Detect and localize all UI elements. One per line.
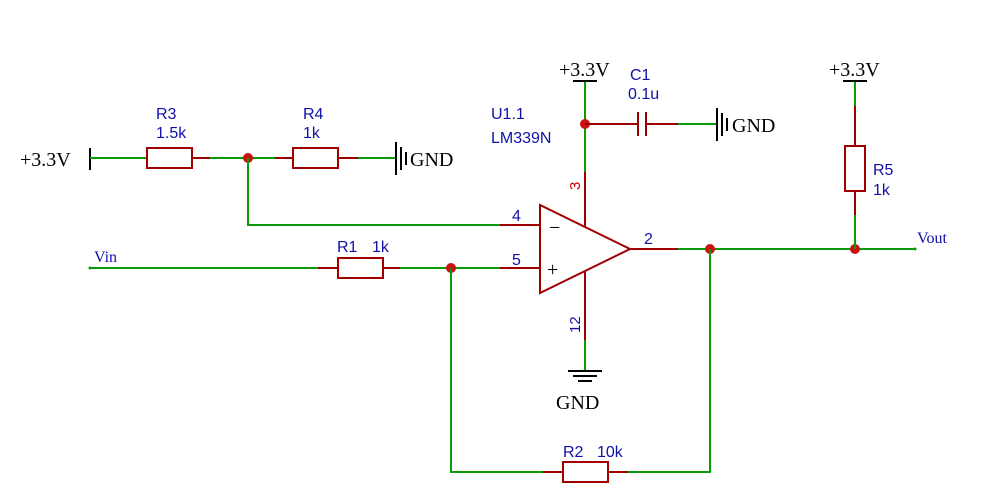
r2-value: 10k <box>597 444 624 461</box>
pin-3-label: 3 <box>567 182 584 190</box>
pin-4-label: 4 <box>512 208 521 225</box>
c1-value: 0.1u <box>628 86 659 103</box>
gnd-label-c1: GND <box>732 115 775 137</box>
pin-5-label: 5 <box>512 252 521 269</box>
u1-part: LM339N <box>491 130 551 147</box>
wire-feedback-left <box>450 268 543 473</box>
left-supply-label: +3.3V <box>20 149 71 171</box>
capacitor-c1 <box>637 112 647 136</box>
resistor-r4 <box>292 147 339 169</box>
gnd-label-opamp: GND <box>556 392 599 414</box>
gnd-symbol-r4 <box>395 142 407 175</box>
vout-end <box>913 247 917 251</box>
vin-end <box>88 266 92 270</box>
wire-feedback-right <box>628 249 711 473</box>
resistor-r3 <box>146 147 193 169</box>
opamp-supply-label: +3.3V <box>559 59 610 81</box>
resistor-r2 <box>562 461 609 483</box>
noninv-sign: + <box>547 259 558 281</box>
r5-ref: R5 <box>873 162 894 179</box>
r1-value: 1k <box>372 239 390 256</box>
gnd-label-r4: GND <box>410 149 453 171</box>
c1-ref: C1 <box>630 67 651 84</box>
u1-ref: U1.1 <box>491 106 525 123</box>
r3-ref: R3 <box>156 106 177 123</box>
pullup-supply-label: +3.3V <box>829 59 880 81</box>
inv-sign: − <box>549 217 560 239</box>
wire-divider-to-inv <box>247 158 500 226</box>
pin-12-label: 12 <box>567 316 584 333</box>
gnd-symbol-c1 <box>716 108 728 141</box>
pin-2-label: 2 <box>644 231 653 248</box>
r5-value: 1k <box>873 182 891 199</box>
r4-value: 1k <box>303 125 321 142</box>
gnd-symbol-opamp <box>568 370 602 382</box>
vin-label: Vin <box>94 249 117 266</box>
vout-label: Vout <box>917 230 947 247</box>
resistor-r1 <box>337 257 384 279</box>
r1-ref: R1 <box>337 239 358 256</box>
r2-ref: R2 <box>563 444 584 461</box>
r3-value: 1.5k <box>156 125 187 142</box>
r4-ref: R4 <box>303 106 324 123</box>
resistor-r5 <box>844 145 866 192</box>
